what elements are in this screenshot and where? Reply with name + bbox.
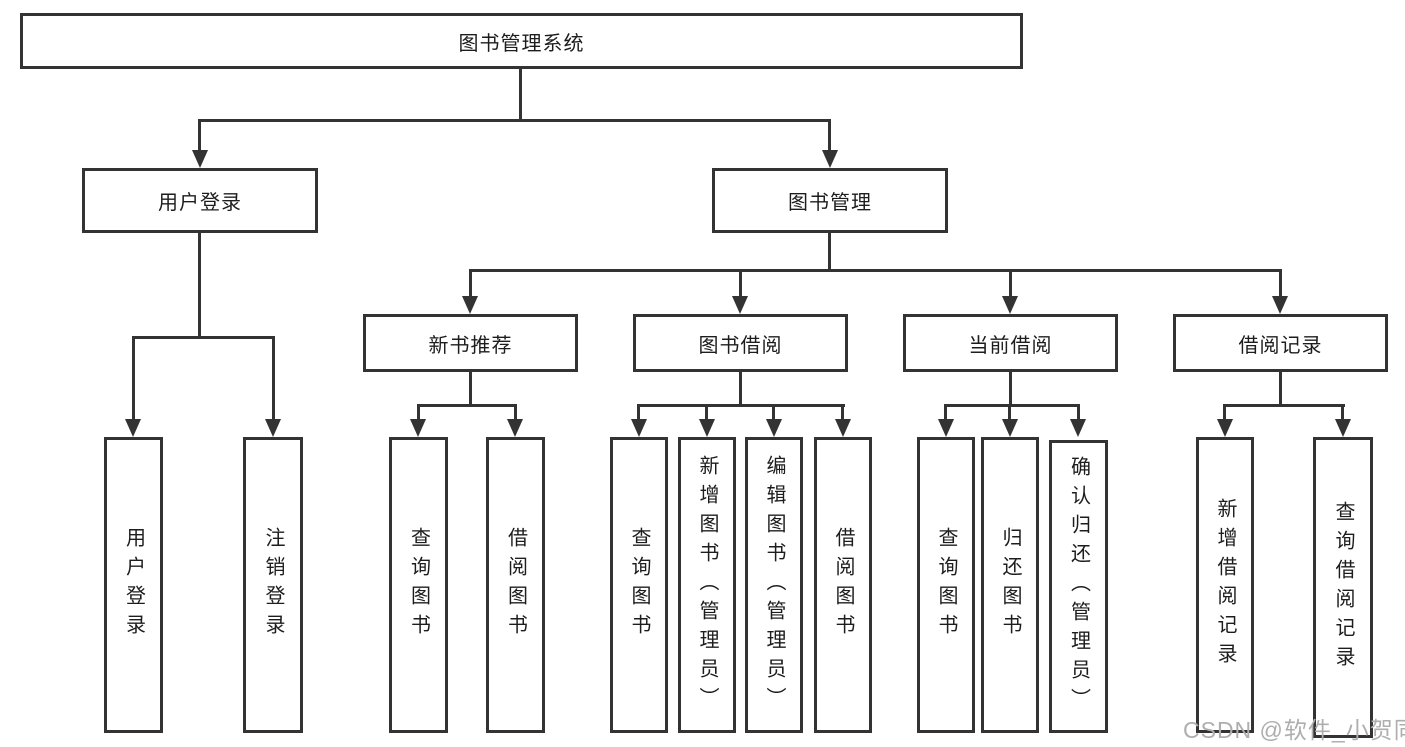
leaf-current-query-books-label: 查询图书 <box>935 527 957 643</box>
arrow-down-icon <box>732 296 748 314</box>
connector-line <box>1009 372 1012 407</box>
arrow-down-icon <box>822 150 838 168</box>
connector-line <box>1279 372 1282 407</box>
arrow-down-icon <box>192 150 208 168</box>
node-book-borrow: 图书借阅 <box>633 314 848 372</box>
leaf-records-add-record: 新增借阅记录 <box>1196 437 1254 733</box>
node-user-login-label: 用户登录 <box>158 192 242 214</box>
connector-line <box>469 269 1282 272</box>
connector-line <box>1279 269 1282 298</box>
connector-line <box>469 269 472 298</box>
node-book-management-label: 图书管理 <box>788 192 872 214</box>
node-new-book-recommend: 新书推荐 <box>363 314 578 372</box>
arrow-down-icon <box>1002 296 1018 314</box>
connector-line <box>1077 404 1080 421</box>
arrow-down-icon <box>631 419 647 437</box>
leaf-records-query-record-label: 查询借阅记录 <box>1332 500 1354 675</box>
connector-line <box>469 372 472 407</box>
arrow-down-icon <box>125 419 141 437</box>
node-borrow-records-label: 借阅记录 <box>1238 334 1323 357</box>
node-book-management: 图书管理 <box>712 168 948 233</box>
leaf-records-add-record-label: 新增借阅记录 <box>1214 498 1236 672</box>
leaf-borrow-query-books: 查询图书 <box>610 437 668 733</box>
arrow-down-icon <box>1335 419 1351 437</box>
leaf-records-query-record: 查询借阅记录 <box>1313 437 1373 738</box>
arrow-down-icon <box>699 419 715 437</box>
leaf-borrow-edit-books-admin-label: 编辑图书（管理员） <box>763 454 785 716</box>
leaf-borrow-add-books-admin-label: 新增图书（管理员） <box>696 454 718 716</box>
connector-line <box>514 404 517 421</box>
node-library-system: 图书管理系统 <box>20 13 1023 69</box>
arrow-down-icon <box>835 419 851 437</box>
node-library-system-label: 图书管理系统 <box>458 32 585 55</box>
connector-line <box>272 336 275 421</box>
node-book-borrow-label: 图书借阅 <box>698 334 783 357</box>
arrow-down-icon <box>766 419 782 437</box>
leaf-current-confirm-return-admin-label: 确认归还（管理员） <box>1067 456 1090 717</box>
connector-line <box>1009 269 1012 298</box>
connector-line <box>739 372 742 407</box>
leaf-logout-label: 注销登录 <box>262 527 284 643</box>
leaf-borrow-borrow-books-label: 借阅图书 <box>832 527 854 643</box>
leaf-recommend-borrow-books: 借阅图书 <box>486 437 545 733</box>
node-new-book-recommend-label: 新书推荐 <box>428 334 513 357</box>
connector-line <box>1008 404 1011 421</box>
connector-line <box>739 269 742 298</box>
leaf-current-query-books: 查询图书 <box>917 437 975 733</box>
connector-line <box>417 404 517 407</box>
arrow-down-icon <box>507 419 523 437</box>
leaf-borrow-add-books-admin: 新增图书（管理员） <box>678 437 736 733</box>
watermark: CSDN @软件_小贺同学 <box>1183 717 1405 743</box>
leaf-borrow-borrow-books: 借阅图书 <box>814 437 872 733</box>
leaf-current-return-books: 归还图书 <box>981 437 1039 733</box>
connector-line <box>772 404 775 421</box>
arrow-down-icon <box>1002 419 1018 437</box>
node-current-borrow-label: 当前借阅 <box>968 334 1053 357</box>
connector-line <box>198 119 201 152</box>
connector-line <box>519 69 522 121</box>
connector-line <box>417 404 420 421</box>
connector-line <box>1223 404 1345 407</box>
arrow-down-icon <box>1070 419 1086 437</box>
connector-line <box>637 404 640 421</box>
leaf-user-login: 用户登录 <box>104 437 163 733</box>
leaf-borrow-edit-books-admin: 编辑图书（管理员） <box>745 437 803 733</box>
leaf-recommend-query-books: 查询图书 <box>389 437 448 733</box>
leaf-recommend-borrow-books-label: 借阅图书 <box>504 527 527 643</box>
leaf-current-return-books-label: 归还图书 <box>999 527 1021 643</box>
connector-line <box>198 119 831 122</box>
leaf-current-confirm-return-admin: 确认归还（管理员） <box>1049 440 1108 733</box>
connector-line <box>132 336 275 339</box>
connector-line <box>705 404 708 421</box>
connector-line <box>828 233 831 272</box>
node-user-login: 用户登录 <box>82 168 318 233</box>
node-current-borrow: 当前借阅 <box>903 314 1118 372</box>
connector-line <box>198 233 201 338</box>
arrow-down-icon <box>1272 296 1288 314</box>
node-borrow-records: 借阅记录 <box>1173 314 1388 372</box>
connector-line <box>944 404 1080 407</box>
arrow-down-icon <box>462 296 478 314</box>
arrow-down-icon <box>1217 419 1233 437</box>
connector-line <box>828 119 831 152</box>
arrow-down-icon <box>265 419 281 437</box>
connector-line <box>841 404 844 421</box>
leaf-logout: 注销登录 <box>243 437 303 733</box>
arrow-down-icon <box>938 419 954 437</box>
leaf-recommend-query-books-label: 查询图书 <box>407 527 430 643</box>
leaf-borrow-query-books-label: 查询图书 <box>628 527 650 643</box>
connector-line <box>1341 404 1344 421</box>
leaf-user-login-label: 用户登录 <box>122 527 145 643</box>
connector-line <box>944 404 947 421</box>
connector-line <box>637 404 845 407</box>
connector-line <box>1223 404 1226 421</box>
connector-line <box>132 336 135 421</box>
arrow-down-icon <box>410 419 426 437</box>
